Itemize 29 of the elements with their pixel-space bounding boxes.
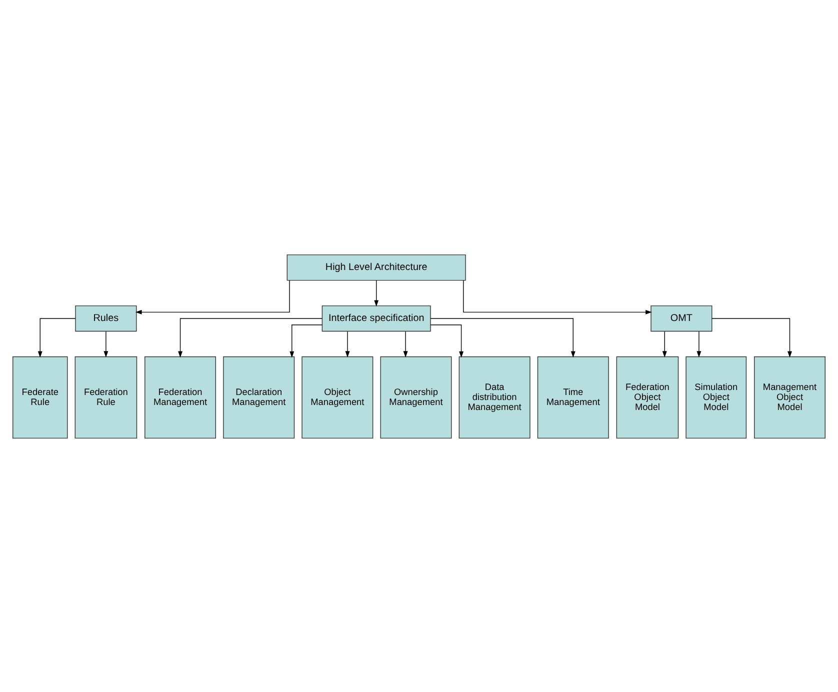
node-box: Time Management bbox=[537, 356, 609, 438]
node-box: Interface specification bbox=[322, 304, 431, 332]
arrow bbox=[290, 324, 322, 358]
node-box: Federate Rule bbox=[12, 356, 68, 438]
arrow bbox=[403, 330, 408, 358]
arrow bbox=[430, 318, 576, 358]
arrow bbox=[178, 318, 322, 358]
node-box: Object Management bbox=[302, 356, 374, 438]
node-box: Federation Management bbox=[144, 356, 216, 438]
arrow bbox=[712, 318, 792, 358]
node-box: Ownership Management bbox=[380, 356, 452, 438]
node-box: Management Object Model bbox=[754, 356, 826, 438]
node-box: Federation Object Model bbox=[616, 356, 679, 438]
arrow bbox=[662, 330, 667, 358]
arrow bbox=[104, 330, 108, 358]
arrow bbox=[135, 280, 290, 314]
node-box: OMT bbox=[650, 304, 712, 332]
node-box: Data distribution Management bbox=[458, 356, 530, 438]
arrow bbox=[38, 318, 76, 358]
arrow bbox=[374, 280, 379, 306]
node-box: Rules bbox=[75, 304, 137, 332]
arrow bbox=[430, 324, 464, 358]
node-box: Simulation Object Model bbox=[686, 356, 747, 438]
arrow bbox=[696, 330, 702, 358]
node-box: Declaration Management bbox=[223, 356, 295, 438]
node-box: Federation Rule bbox=[74, 356, 138, 438]
arrow bbox=[345, 330, 350, 358]
arrow bbox=[463, 280, 652, 314]
node-box: High Level Architecture bbox=[286, 254, 466, 280]
